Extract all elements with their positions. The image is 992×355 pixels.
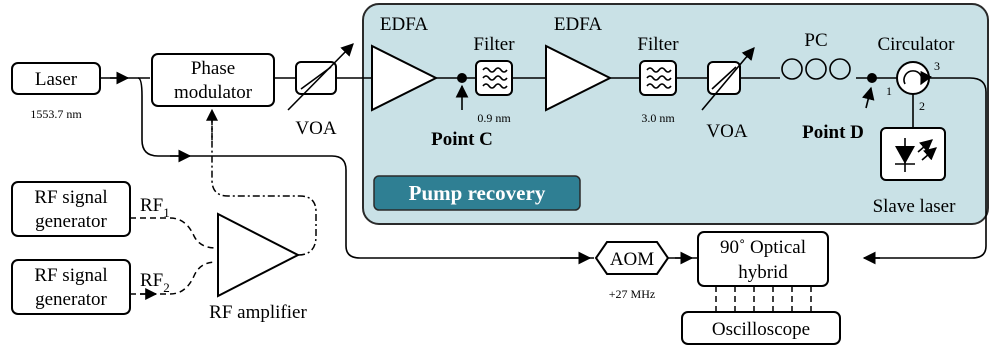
rf1-dashed-line [130,217,217,249]
pump-recovery-badge-label: Pump recovery [409,181,546,205]
oscilloscope-box [681,311,841,345]
rf2-label: RF2 [140,270,170,295]
point-c-marker [457,73,467,83]
phase-modulator-label-2: modulator [174,82,253,103]
laser-diode-icon [880,127,946,181]
laser-box [11,62,101,95]
rf-signal-lines [130,217,217,300]
point-d-label: Point D [802,122,864,143]
filter-1-bandwidth: 0.9 nm [477,111,511,125]
point-d-marker [867,73,877,83]
circulator-icon [896,61,932,95]
filter-1-label: Filter [473,34,515,55]
circulator-label: Circulator [877,34,955,55]
rf-generator-1-label-2: generator [35,211,107,232]
laser-wavelength: 1553.7 nm [30,107,82,121]
polarization-controller-icon [781,58,851,80]
phase-modulator-label-1: Phase [191,58,235,79]
phase-modulator-box [151,53,275,107]
slave-laser-label: Slave laser [873,196,957,217]
rf-signal-generator-1-box [11,181,131,237]
pump-recovery-badge [373,175,581,211]
voa-1-label: VOA [295,118,336,139]
filter-2-label: Filter [637,34,679,55]
rf2-dashed-line [130,261,217,295]
circulator-port-2: 2 [919,99,925,113]
edfa-1-label: EDFA [380,14,428,35]
bandpass-filter-icon [639,60,677,96]
attenuator-icon [701,47,755,111]
circulator-port-3: 3 [934,59,940,73]
amplifier-triangle-icon [371,44,439,112]
bandpass-filter-icon [475,60,513,96]
amplifier-triangle-icon [217,212,301,298]
aom-box [594,241,670,275]
rf-generator-1-label-1: RF signal [34,187,107,208]
oscilloscope-label: Oscilloscope [712,319,810,340]
circulator-port3-to-hybrid-line [870,77,987,259]
rf-generator-2-label-2: generator [35,289,107,310]
rf-amplifier-label: RF amplifier [209,302,307,323]
rf1-label: RF1 [140,195,170,220]
pc-label: PC [804,30,827,51]
pump-recovery-panel [362,3,989,225]
rf-drive-line [211,112,317,256]
attenuator-icon [287,43,354,111]
arrow-head-icon [861,86,875,109]
detector-connections [715,286,812,312]
laser-label: Laser [35,69,78,90]
amplifier-triangle-icon [545,44,613,112]
aom-frequency-shift: +27 MHz [609,287,655,301]
optical-hybrid-box [697,231,829,287]
rf-generator-2-label-1: RF signal [34,265,107,286]
aom-label: AOM [610,249,654,270]
edfa-2-label: EDFA [554,14,602,35]
filter-2-bandwidth: 3.0 nm [641,111,675,125]
circulator-port-1: 1 [886,84,892,98]
point-c-label: Point C [431,129,493,150]
optical-hybrid-label-1: 90˚ Optical [720,237,806,258]
laser-split-to-aom-line [137,77,594,259]
optical-hybrid-label-2: hybrid [738,262,788,283]
voa-2-label: VOA [706,121,747,142]
rf-signal-generator-2-box [11,259,131,315]
